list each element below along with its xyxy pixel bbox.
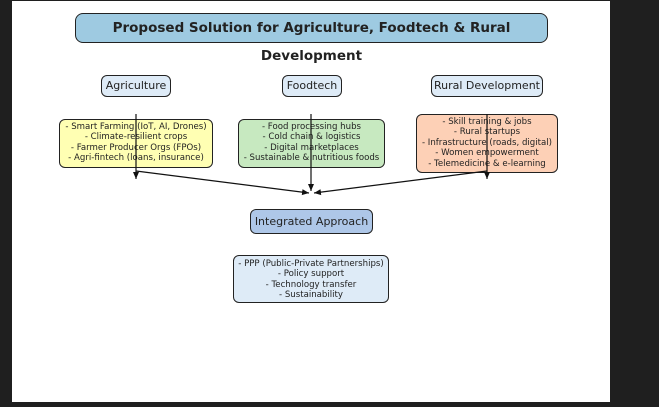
rural-to-integrated-arrow <box>313 170 488 196</box>
integrated-item: - Policy support <box>277 269 345 280</box>
integrated-item: - PPP (Public-Private Partnerships) <box>238 259 384 269</box>
rural-development-heading: Rural Development <box>431 75 543 97</box>
diagram-canvas: Proposed Solution for Agriculture, Foodt… <box>12 1 610 402</box>
integrated-approach-list: - PPP (Public-Private Partnerships) - Po… <box>233 255 389 303</box>
agriculture-heading: Agriculture <box>101 75 171 97</box>
integrated-item: - Sustainability <box>278 290 344 301</box>
integrated-approach-heading: Integrated Approach <box>250 209 373 234</box>
foodtech-heading: Foodtech <box>282 75 342 97</box>
diagram-title: Proposed Solution for Agriculture, Foodt… <box>75 13 548 64</box>
integrated-item: - Technology transfer <box>265 279 357 290</box>
connector-arrows <box>133 114 490 196</box>
agriculture-to-integrated-arrow <box>135 170 310 196</box>
